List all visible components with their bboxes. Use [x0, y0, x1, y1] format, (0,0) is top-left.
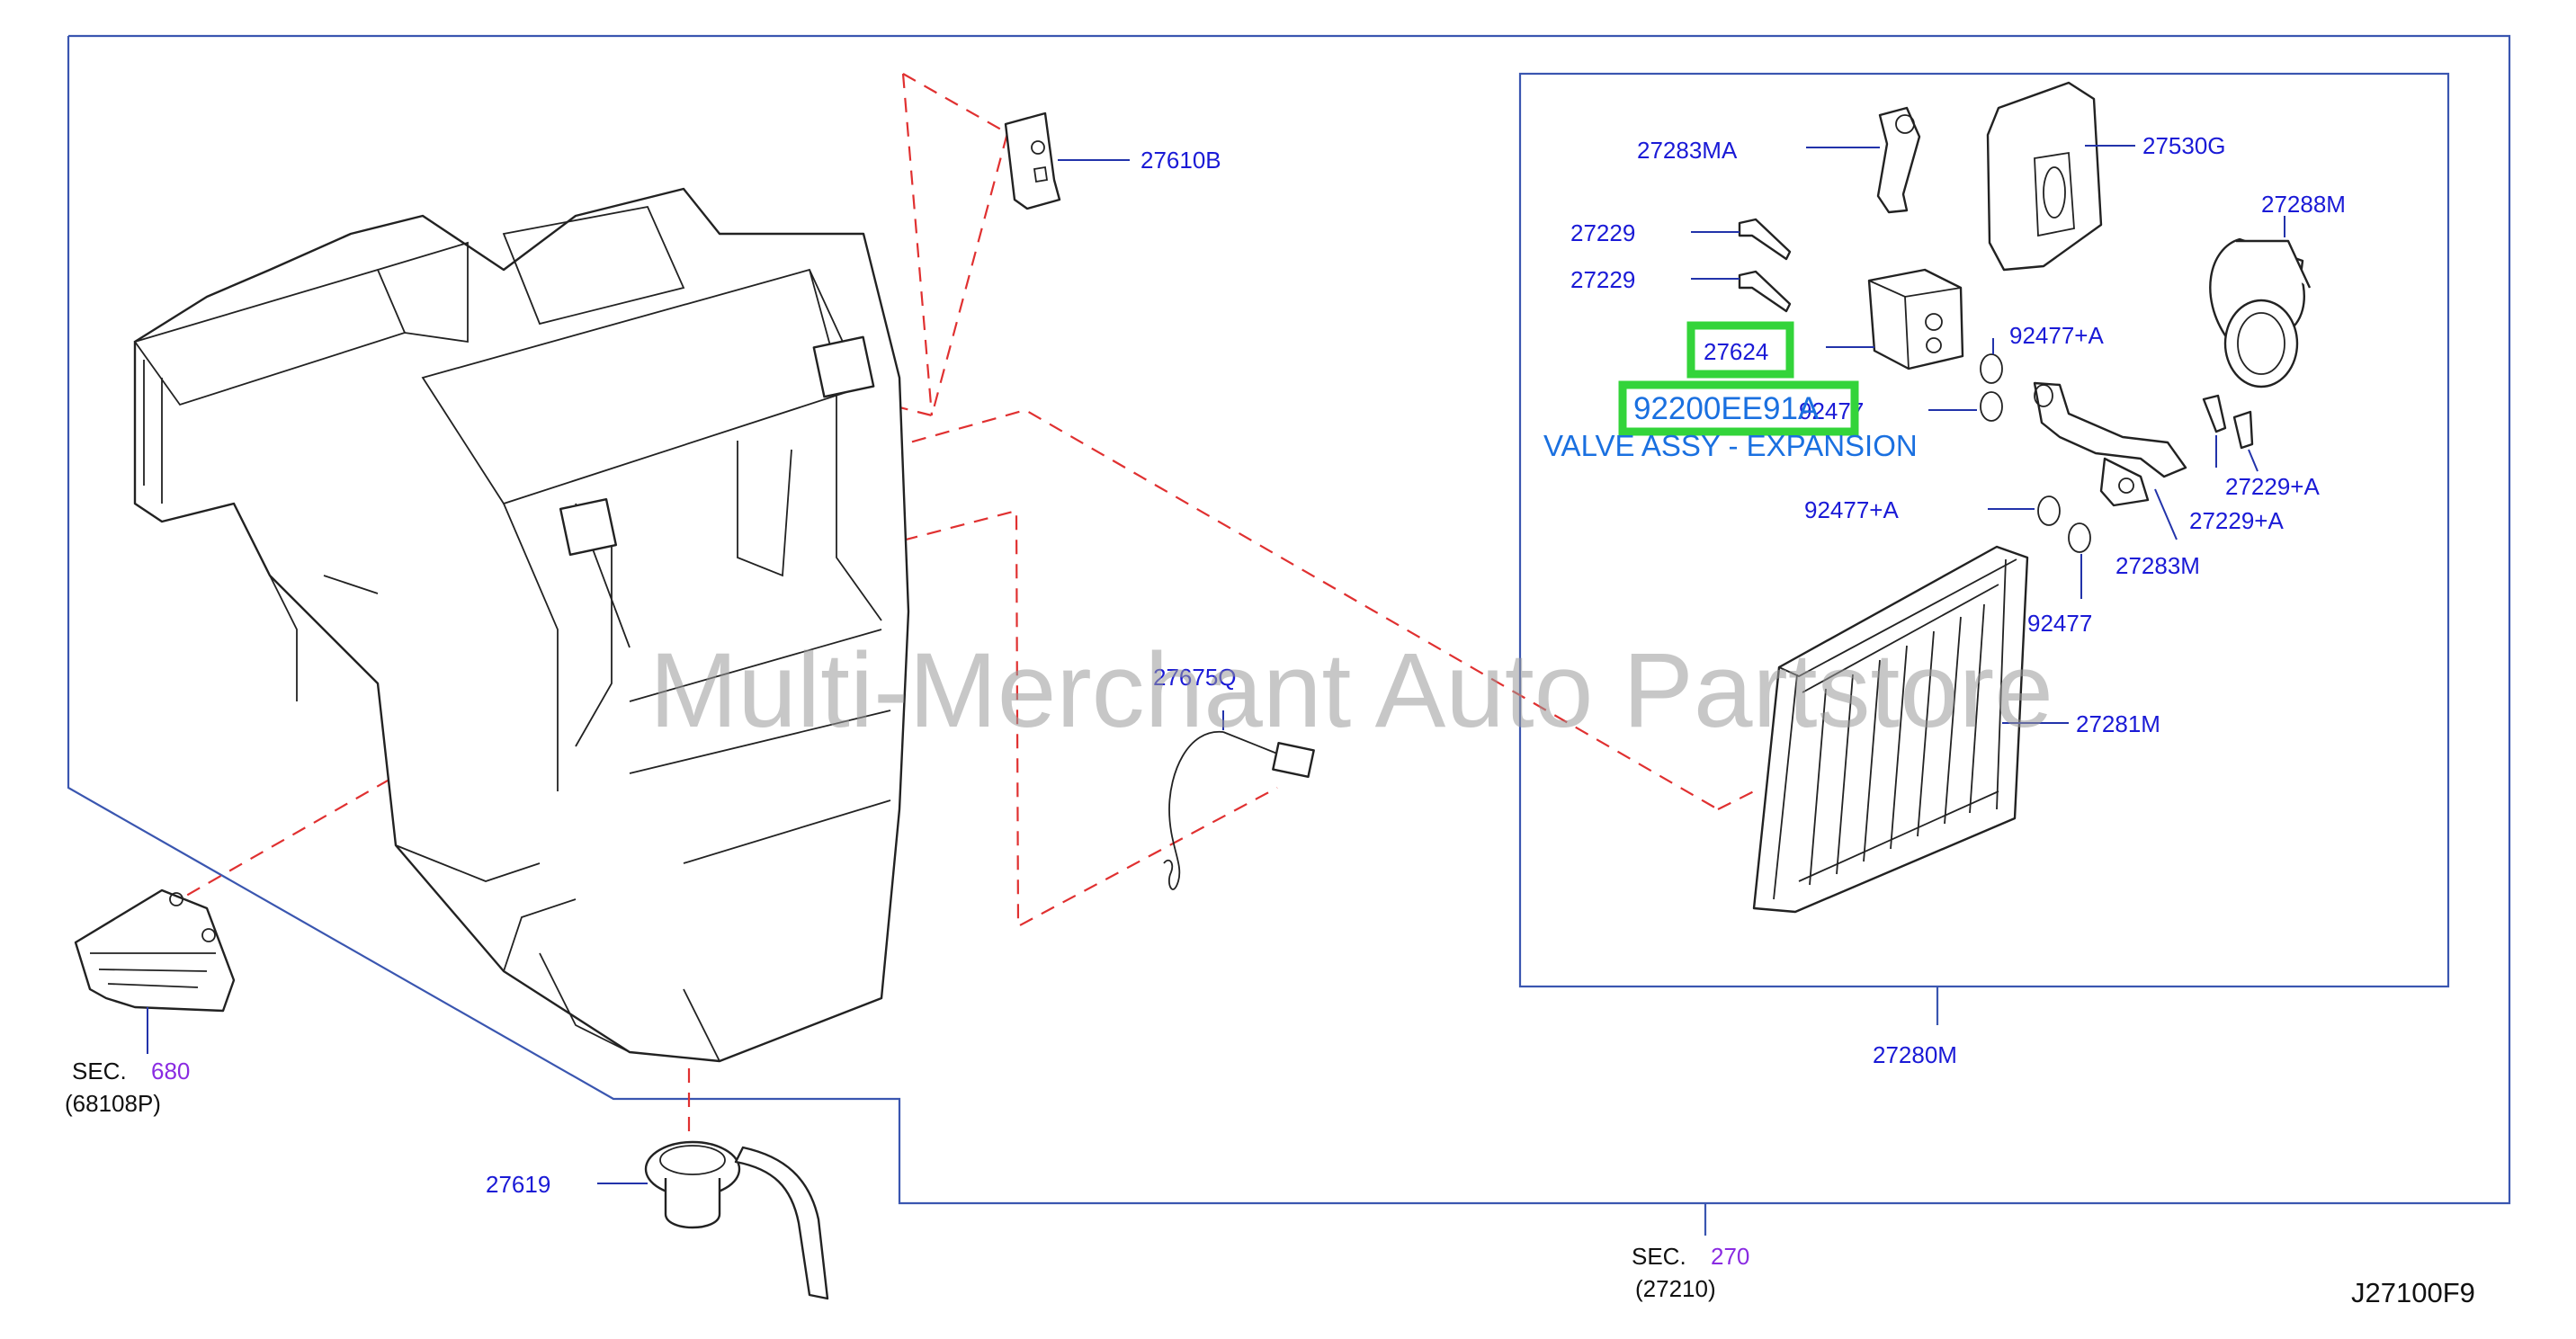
label-27281M[interactable]: 27281M: [2076, 710, 2160, 737]
label-27283MA[interactable]: 27283MA: [1637, 137, 1738, 164]
part-27610B: 27610B: [1004, 112, 1221, 210]
highlight-callout: 92200EE91A VALVE ASSY - EXPANSION: [1543, 380, 1918, 462]
highlight-description: VALVE ASSY - EXPANSION: [1543, 429, 1918, 462]
label-92477A-top[interactable]: 92477+A: [2009, 322, 2104, 349]
label-92477-mid[interactable]: 92477: [2027, 610, 2092, 637]
part-27675Q: 27675Q: [1153, 664, 1315, 890]
highlight-box-27624: [1686, 321, 1794, 379]
label-27229A-b[interactable]: 27229+A: [2189, 507, 2284, 534]
label-27229-a[interactable]: 27229: [1570, 219, 1635, 246]
label-27530G[interactable]: 27530G: [2142, 132, 2226, 159]
label-27280M[interactable]: 27280M: [1873, 1041, 1957, 1068]
part-27281M-evaporator: 27281M: [1752, 545, 2160, 914]
sec270-number[interactable]: 270: [1711, 1243, 1749, 1270]
part-27619: 27619: [486, 1140, 829, 1300]
sec270-sub: (27210): [1635, 1275, 1716, 1302]
part-27283M-pipe: 27283M: [2033, 381, 2200, 579]
highlight-part-number[interactable]: 92200EE91A: [1633, 391, 1820, 426]
part-27624-expansion-valve: 27624: [1686, 268, 1964, 379]
sec270-prefix: SEC.: [1632, 1243, 1686, 1270]
part-27288M: 27288M: [2209, 191, 2346, 388]
part-68108P-bracket: SEC. 680 (68108P): [65, 888, 236, 1117]
label-27619[interactable]: 27619: [486, 1171, 550, 1198]
sec270-callout: SEC. 270 (27210): [1632, 1243, 1749, 1302]
label-27610B[interactable]: 27610B: [1140, 147, 1221, 174]
part-27283MA: 27283MA: [1637, 106, 1921, 214]
part-27530G: 27530G: [1986, 81, 2226, 272]
label-27288M[interactable]: 27288M: [2261, 191, 2346, 218]
part-92477-orings-mid: 92477+A 92477: [1804, 495, 2092, 637]
label-27675Q[interactable]: 27675Q: [1153, 664, 1237, 691]
hvac-housing: [133, 187, 910, 1063]
outer-frame: [67, 34, 2511, 1236]
subassembly-frame: [1518, 72, 2450, 988]
highlight-box-part-number: [1618, 380, 1859, 436]
sec680-sub: (68108P): [65, 1090, 161, 1117]
label-27283M[interactable]: 27283M: [2115, 552, 2200, 579]
sec680-prefix: SEC.: [72, 1058, 127, 1085]
label-27624[interactable]: 27624: [1704, 338, 1768, 365]
watermark-text: Multi-Merchant Auto Partstore: [649, 631, 2053, 750]
label-92477A-mid[interactable]: 92477+A: [1804, 496, 1899, 523]
part-27229A-bolts: 27229+A 27229+A: [2189, 394, 2320, 534]
diagram-code: J27100F9: [2351, 1277, 2475, 1308]
label-27229-b[interactable]: 27229: [1570, 266, 1635, 293]
part-27229-bolts: 27229 27229: [1570, 218, 1792, 313]
label-27229A-a[interactable]: 27229+A: [2225, 473, 2320, 500]
sec680-number[interactable]: 680: [151, 1058, 190, 1085]
